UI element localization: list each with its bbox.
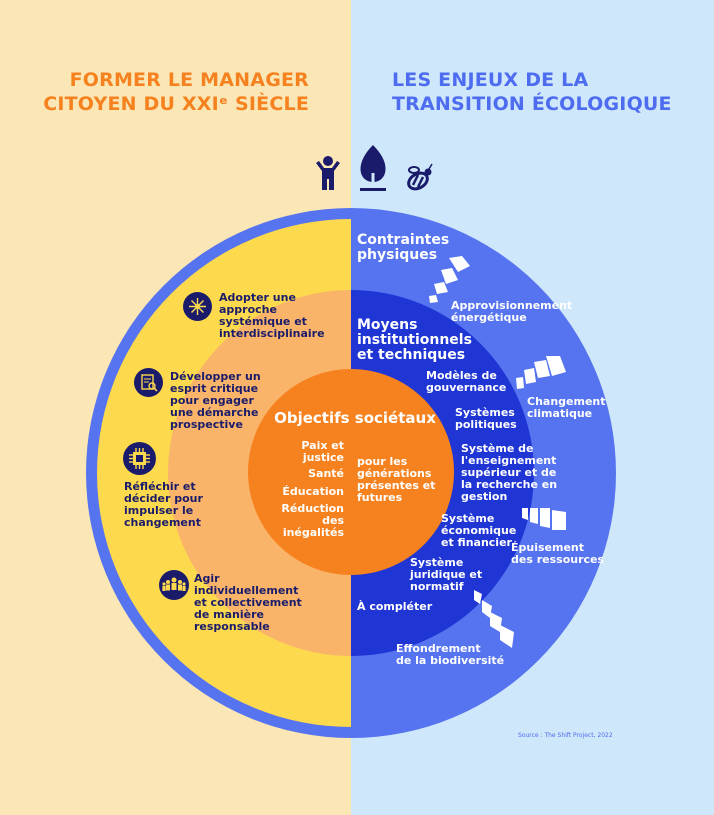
center-item-generations: pour les générations présentes et future… — [357, 455, 436, 504]
middle-item-education-system: Système de l'enseignement supérieur et d… — [461, 442, 558, 503]
left-item-act: Agir individuellement et collectivement … — [194, 572, 302, 633]
fragments-biodiversity — [474, 590, 514, 648]
outer-item-climate: Changement climatique — [527, 395, 606, 420]
fragments-energy — [429, 256, 470, 303]
source-note: Source : The Shift Project, 2022 — [518, 732, 613, 739]
chip-icon — [123, 442, 156, 475]
middle-item-political: Systèmes politiques — [455, 406, 517, 431]
fragments-climate — [516, 356, 566, 389]
left-item-decide: Réfléchir et décider pour impulser le ch… — [124, 480, 203, 529]
outer-ring-title: Contraintes physiques — [357, 232, 450, 263]
center-title: Objectifs sociétaux — [274, 409, 436, 427]
outer-item-biodiversity: Effondrement de la biodiversité — [396, 642, 505, 667]
center-item-education: Éducation — [282, 485, 344, 498]
left-item-critical: Développer un esprit critique pour engag… — [170, 370, 261, 431]
network-icon — [183, 292, 212, 321]
middle-ring-title: Moyens institutionnels et techniques — [357, 317, 472, 363]
outer-item-resources: Épuisement des ressources — [511, 541, 605, 566]
outer-item-energy: Approvisionnement énergétique — [451, 299, 573, 324]
center-item-health: Santé — [308, 467, 344, 480]
middle-item-legal: Système juridique et normatif — [410, 556, 483, 593]
bee-icon — [407, 163, 433, 191]
left-item-systemic: Adopter une approche systémique et inter… — [219, 291, 325, 340]
left-title: FORMER LE MANAGER CITOYEN DU XXIᵉ SIÈCLE — [43, 69, 309, 115]
tree-icon — [360, 145, 386, 191]
center-circle — [248, 369, 454, 575]
middle-item-to-complete: À compléter — [357, 600, 433, 613]
group-icon — [159, 570, 189, 600]
right-title: LES ENJEUX DE LA TRANSITION ÉCOLOGIQUE — [392, 69, 672, 115]
center-item-inequalities: Réduction des inégalités — [281, 502, 344, 539]
person-icon — [316, 156, 340, 190]
center-item-peace: Paix et justice — [301, 439, 344, 464]
document-search-icon — [134, 368, 163, 397]
middle-item-governance: Modèles de gouvernance — [426, 369, 507, 394]
middle-item-economic: Système économique et financier — [441, 512, 517, 549]
fragments-resources — [522, 508, 566, 530]
